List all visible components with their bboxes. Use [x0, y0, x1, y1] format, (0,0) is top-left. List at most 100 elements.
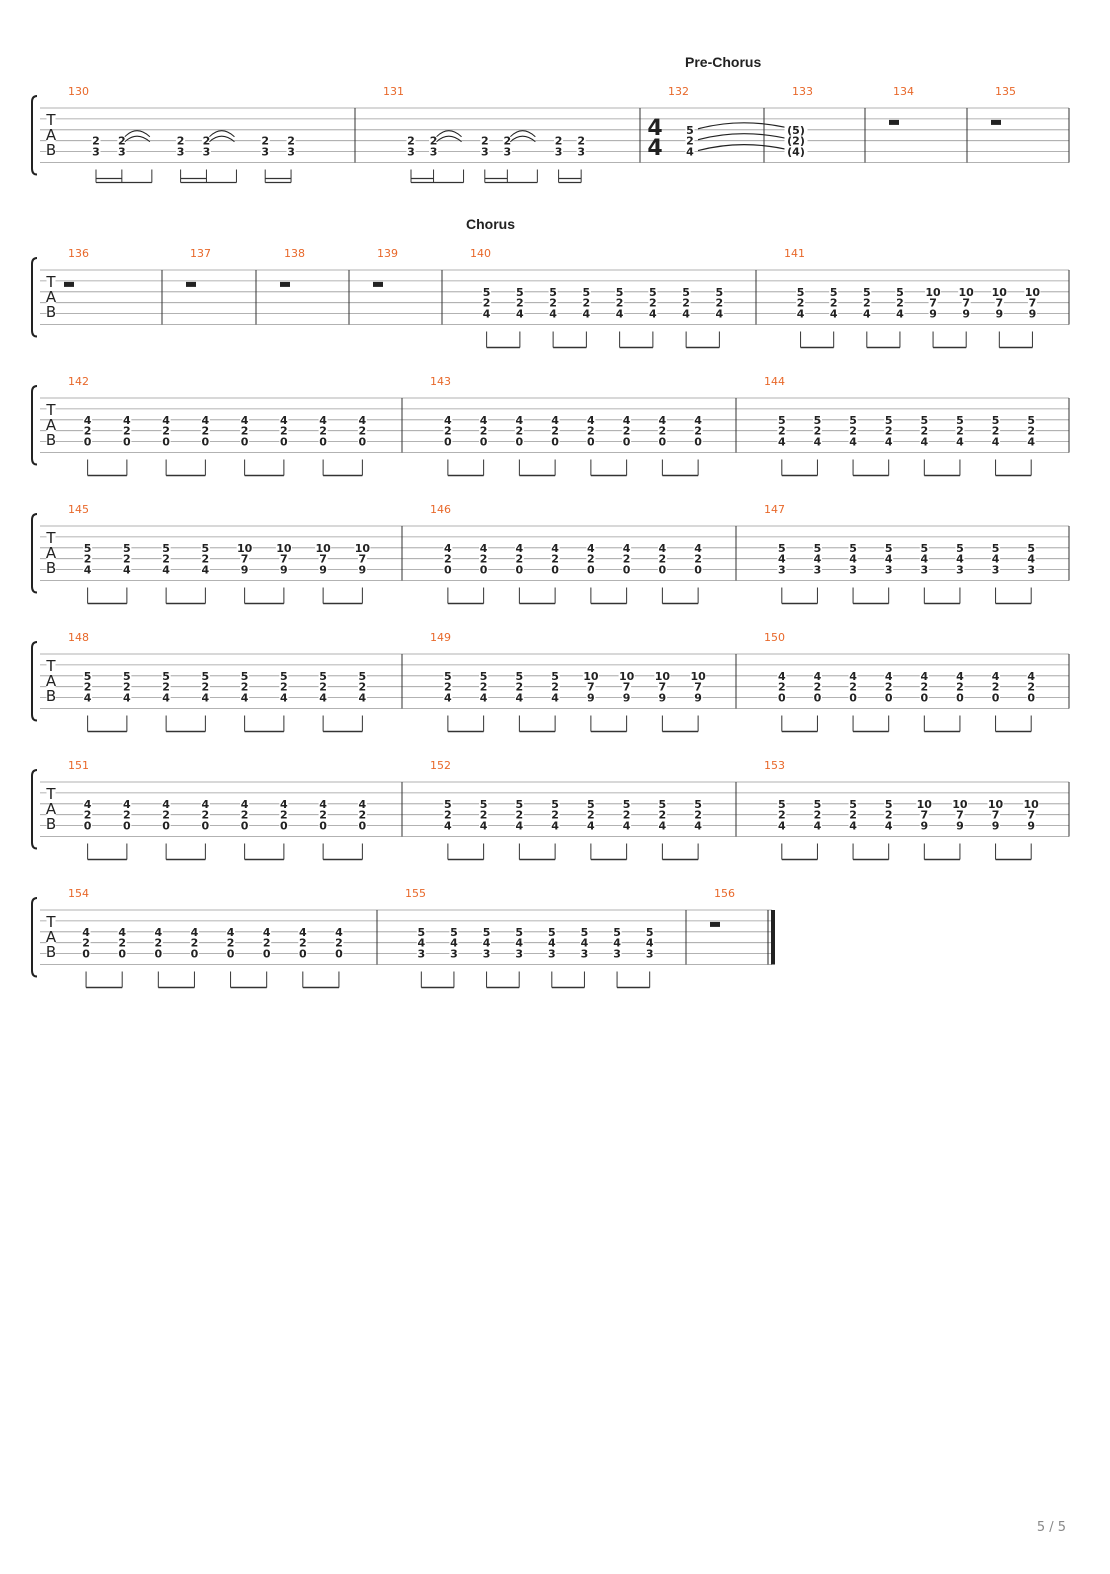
fret-number-bg — [550, 798, 560, 810]
fret-number-bg — [657, 414, 667, 426]
fret-number: 2 — [778, 809, 786, 822]
fret-number-bg — [240, 553, 250, 565]
fret-number: 5 — [515, 926, 523, 939]
fret-number-bg — [286, 146, 296, 158]
fret-number: 0 — [227, 948, 235, 961]
fret-number: 5 — [162, 542, 170, 555]
fret-number: 2 — [549, 297, 557, 310]
fret-number-bg — [357, 809, 367, 821]
fret-number: 2 — [280, 809, 288, 822]
fret-number-bg — [919, 681, 929, 693]
fret-number: 2 — [84, 425, 92, 438]
fret-number: 2 — [694, 553, 702, 566]
fret-number-bg — [240, 692, 250, 704]
fret-number-bg — [429, 146, 439, 158]
fret-number: 4 — [84, 692, 92, 705]
fret-number: 4 — [417, 937, 425, 950]
measure-number: 132 — [668, 85, 689, 98]
fret-number-bg — [443, 670, 453, 682]
fret-number-bg — [357, 553, 367, 565]
hammer-slur — [124, 130, 151, 138]
fret-number: 2 — [616, 297, 624, 310]
fret-number: 4 — [613, 937, 621, 950]
fret-number: 5 — [483, 926, 491, 939]
fret-number-bg — [260, 135, 270, 147]
fret-number-bg — [416, 926, 426, 938]
fret-number-bg — [812, 809, 822, 821]
fret-number-bg — [622, 809, 632, 821]
fret-number: 4 — [814, 553, 822, 566]
fret-number-bg — [693, 692, 703, 704]
fret-number: 4 — [516, 308, 524, 321]
whole-rest — [186, 281, 196, 287]
fret-number-bg — [550, 564, 560, 576]
fret-number-bg — [586, 564, 596, 576]
fret-number: 2 — [797, 297, 805, 310]
fret-number: 0 — [587, 564, 595, 577]
tab-clef-b-bg — [46, 692, 56, 703]
fret-number-bg — [514, 414, 524, 426]
fret-number: 3 — [203, 146, 211, 159]
hammer-slur — [510, 135, 536, 143]
fret-number: 4 — [263, 926, 271, 939]
fret-number: 0 — [694, 564, 702, 577]
fret-number-bg — [812, 681, 822, 693]
fret-number: 4 — [682, 308, 690, 321]
fret-number-bg — [618, 670, 635, 682]
fret-number: 4 — [616, 308, 624, 321]
fret-number: 0 — [480, 564, 488, 577]
fret-number-bg — [812, 553, 822, 565]
fret-number: 5 — [956, 414, 964, 427]
fret-number-bg — [681, 297, 691, 309]
fret-number: 0 — [992, 692, 1000, 705]
fret-number: 5 — [649, 286, 657, 299]
fret-number: 4 — [162, 564, 170, 577]
fret-number: 5 — [682, 286, 690, 299]
tab-clef-t-bg — [46, 406, 56, 417]
fret-number-bg — [122, 553, 132, 565]
fret-number-bg — [693, 798, 703, 810]
fret-number-bg — [645, 926, 655, 938]
fret-number-bg — [200, 414, 210, 426]
fret-number-bg — [777, 553, 787, 565]
fret-number: 2 — [263, 937, 271, 950]
fret-number: 2 — [778, 425, 786, 438]
tab-clef-a: A — [46, 800, 57, 818]
fret-number: 0 — [444, 564, 452, 577]
fret-number: 4 — [480, 542, 488, 555]
fret-number: 3 — [92, 146, 100, 159]
tab-clef-t-bg — [46, 278, 56, 289]
fret-number: 4 — [227, 926, 235, 939]
fret-number: 2 — [830, 297, 838, 310]
whole-rest — [280, 281, 290, 287]
fret-number: 9 — [929, 308, 937, 321]
fret-number: 2 — [241, 425, 249, 438]
fret-number-bg — [479, 670, 489, 682]
whole-rest — [64, 281, 74, 287]
fret-number: 4 — [694, 820, 702, 833]
fret-number: 2 — [814, 425, 822, 438]
fret-number-bg — [406, 146, 416, 158]
fret-number: 7 — [929, 297, 937, 310]
fret-number-bg — [226, 948, 236, 960]
fret-number: 2 — [359, 809, 367, 822]
fret-number-bg — [848, 553, 858, 565]
fret-number-bg — [479, 414, 489, 426]
fret-number-bg — [240, 681, 250, 693]
fret-number-bg — [240, 564, 250, 576]
tab-clef-t: T — [45, 913, 56, 931]
fret-number: 5 — [359, 670, 367, 683]
fret-number-bg — [991, 553, 1001, 565]
fret-number-bg — [81, 926, 91, 938]
time-signature-denominator: 4 — [647, 136, 662, 161]
fret-number-bg — [240, 425, 250, 437]
fret-number: 10 — [237, 542, 253, 555]
fret-number: 4 — [814, 436, 822, 449]
fret-number: 0 — [516, 564, 524, 577]
fret-number-bg — [315, 542, 332, 554]
fret-number-bg — [279, 820, 289, 832]
fret-number-bg — [1026, 425, 1036, 437]
fret-number: 5 — [992, 542, 1000, 555]
fret-number: 0 — [123, 820, 131, 833]
fret-number-bg — [91, 146, 101, 158]
